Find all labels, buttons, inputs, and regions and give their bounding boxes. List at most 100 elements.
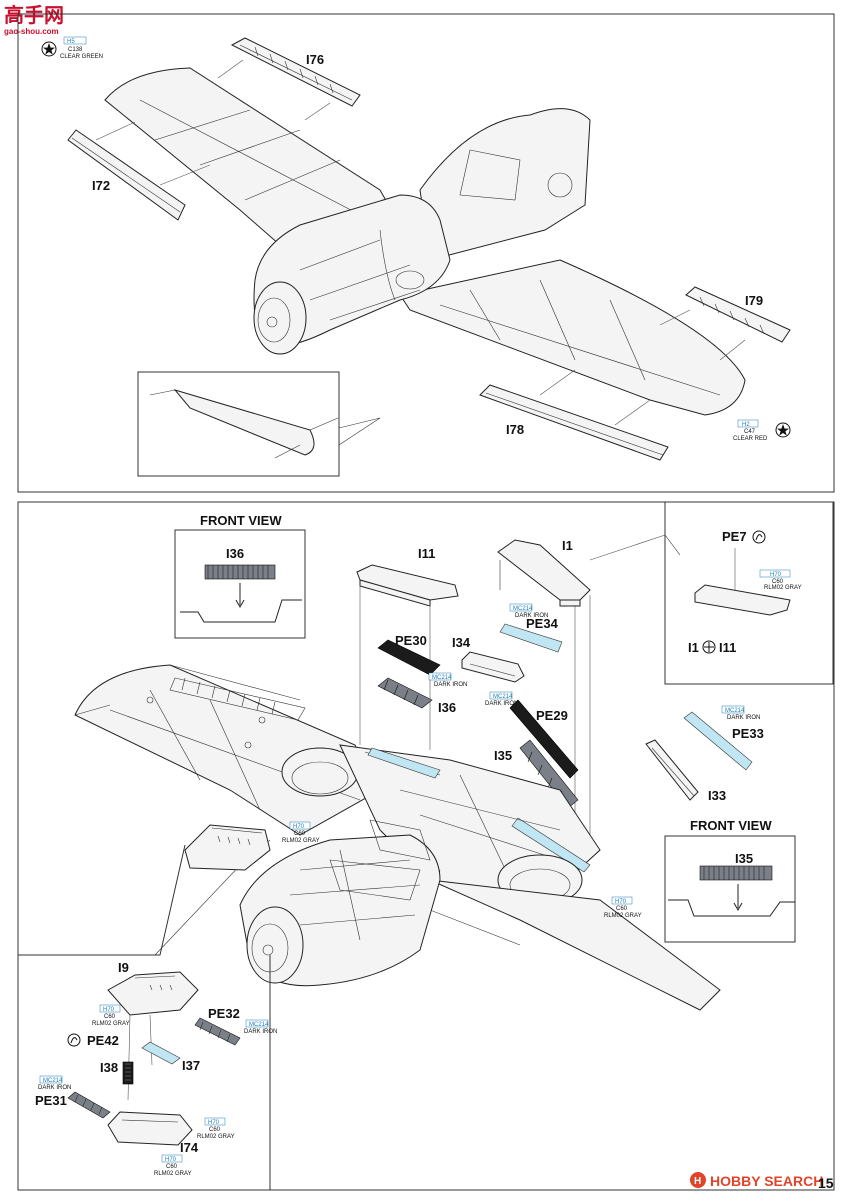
part-i1: I1 <box>497 538 591 850</box>
detail-leader <box>589 534 666 561</box>
svg-text:I78: I78 <box>506 422 524 437</box>
paint-code-box <box>63 36 87 45</box>
svg-text:I34: I34 <box>452 635 471 650</box>
detail-box-pe7: PE7 H70 C60 RLM02 GRAY I1 I11 <box>664 501 834 685</box>
svg-text:MC214: MC214 <box>43 1078 63 1084</box>
svg-text:I38: I38 <box>100 1060 118 1075</box>
part-i34: I34 <box>452 635 525 683</box>
svg-text:DARK IRON: DARK IRON <box>434 682 467 688</box>
svg-text:C60: C60 <box>104 1014 116 1020</box>
svg-text:I1: I1 <box>562 538 573 553</box>
svg-text:DARK IRON: DARK IRON <box>38 1085 71 1091</box>
paint-code-box <box>737 419 759 428</box>
svg-text:H2: H2 <box>742 422 750 428</box>
svg-text:I37: I37 <box>182 1058 200 1073</box>
part-pe30: PE30 MC214 DARK IRON <box>377 633 467 688</box>
svg-text:FRONT VIEW: FRONT VIEW <box>690 818 772 833</box>
part-i79: I79 <box>659 286 791 361</box>
svg-text:RLM02 GRAY: RLM02 GRAY <box>282 838 320 844</box>
svg-text:C47: C47 <box>744 429 756 435</box>
page-number: 15 <box>818 1175 834 1191</box>
svg-text:DARK IRON: DARK IRON <box>515 613 548 619</box>
svg-text:I11: I11 <box>719 640 736 655</box>
svg-text:RLM02 GRAY: RLM02 GRAY <box>92 1021 130 1027</box>
svg-text:H: H <box>694 1176 701 1187</box>
hobby-search-logo-icon <box>690 1172 706 1188</box>
watermark-url: gao-shou.com <box>4 27 59 36</box>
svg-text:PE30: PE30 <box>395 633 427 648</box>
svg-text:PE32: PE32 <box>208 1006 240 1021</box>
svg-text:MC214: MC214 <box>432 675 452 681</box>
svg-text:H70: H70 <box>165 1157 177 1163</box>
svg-text:HOBBY SEARCH: HOBBY SEARCH <box>710 1173 823 1189</box>
flip-icon <box>67 1033 81 1047</box>
svg-text:H70: H70 <box>208 1120 220 1126</box>
svg-text:RLM02 GRAY: RLM02 GRAY <box>764 585 802 591</box>
svg-text:H70: H70 <box>103 1007 115 1013</box>
part-pe33: MC214 DARK IRON PE33 <box>683 705 764 771</box>
clear-green-callout: H5 C138 CLEAR GREEN <box>41 36 103 60</box>
step1-detail-inset <box>137 371 381 477</box>
part-i36: I36 <box>377 677 456 715</box>
part-i72: I72 <box>67 121 211 221</box>
rlm02-callout-right: H70 C60 RLM02 GRAY <box>604 896 642 919</box>
svg-text:CLEAR RED: CLEAR RED <box>733 436 768 442</box>
svg-text:I1: I1 <box>688 640 699 655</box>
step3-inset: I9 H70 C60 RLM02 GRAY PE32 MC214 DARK IR… <box>18 824 277 1190</box>
part-i78: I78 <box>479 369 669 461</box>
flip-icon <box>752 530 766 544</box>
part-i33: I33 <box>645 739 726 803</box>
site-watermark: 高手网 gao-shou.com <box>4 3 64 36</box>
svg-text:I33: I33 <box>708 788 726 803</box>
svg-text:I79: I79 <box>745 293 763 308</box>
fuselage-roundel-outline <box>547 172 573 198</box>
part-pe29: MC214 DARK IRON PE29 <box>485 691 579 779</box>
step2-frame <box>17 501 835 1191</box>
svg-text:C60: C60 <box>166 1164 178 1170</box>
part-i76: I76 <box>217 37 361 121</box>
svg-text:H70: H70 <box>770 572 782 578</box>
svg-text:I36: I36 <box>226 546 244 561</box>
svg-text:MC214: MC214 <box>725 708 745 714</box>
svg-text:H70: H70 <box>293 824 305 830</box>
svg-text:I35: I35 <box>735 851 753 866</box>
star-icon <box>777 424 789 436</box>
svg-text:I72: I72 <box>92 178 110 193</box>
svg-text:PE34: PE34 <box>526 616 559 631</box>
svg-text:H5: H5 <box>67 39 75 45</box>
svg-text:MC214: MC214 <box>493 694 513 700</box>
svg-text:I9: I9 <box>118 960 129 975</box>
svg-text:I76: I76 <box>306 52 324 67</box>
svg-text:RLM02 GRAY: RLM02 GRAY <box>154 1171 192 1177</box>
svg-text:I35: I35 <box>494 748 512 763</box>
svg-text:I36: I36 <box>438 700 456 715</box>
svg-text:C60: C60 <box>772 579 784 585</box>
svg-text:I11: I11 <box>418 546 435 561</box>
svg-text:PE29: PE29 <box>536 708 568 723</box>
svg-text:CLEAR GREEN: CLEAR GREEN <box>60 54 103 60</box>
front-view-i36: FRONT VIEW I36 <box>174 513 306 639</box>
star-icon <box>43 43 55 55</box>
svg-text:I74: I74 <box>180 1140 199 1155</box>
clear-red-callout: H2 C47 CLEAR RED <box>733 419 791 442</box>
svg-text:MC214: MC214 <box>249 1022 269 1028</box>
watermark-logo-text: 高手网 <box>4 3 64 27</box>
svg-text:C60: C60 <box>616 906 628 912</box>
svg-text:PE42: PE42 <box>87 1033 119 1048</box>
part-pe34: MC214 DARK IRON PE34 <box>499 603 563 653</box>
svg-text:PE7: PE7 <box>722 529 747 544</box>
rlm02-callout-left: H70 C60 RLM02 GRAY <box>282 821 320 844</box>
svg-text:H70: H70 <box>615 899 627 905</box>
svg-text:C60: C60 <box>294 831 306 837</box>
svg-text:PE33: PE33 <box>732 726 764 741</box>
step1-aircraft <box>104 67 746 416</box>
svg-text:FRONT VIEW: FRONT VIEW <box>200 513 282 528</box>
svg-text:RLM02 GRAY: RLM02 GRAY <box>197 1134 235 1140</box>
svg-text:MC214: MC214 <box>513 606 533 612</box>
front-view-i35: FRONT VIEW I35 <box>664 818 796 943</box>
step1-frame <box>17 13 835 493</box>
svg-text:DARK IRON: DARK IRON <box>485 701 518 707</box>
part-i11: I11 <box>356 546 459 750</box>
svg-text:C138: C138 <box>68 47 83 53</box>
